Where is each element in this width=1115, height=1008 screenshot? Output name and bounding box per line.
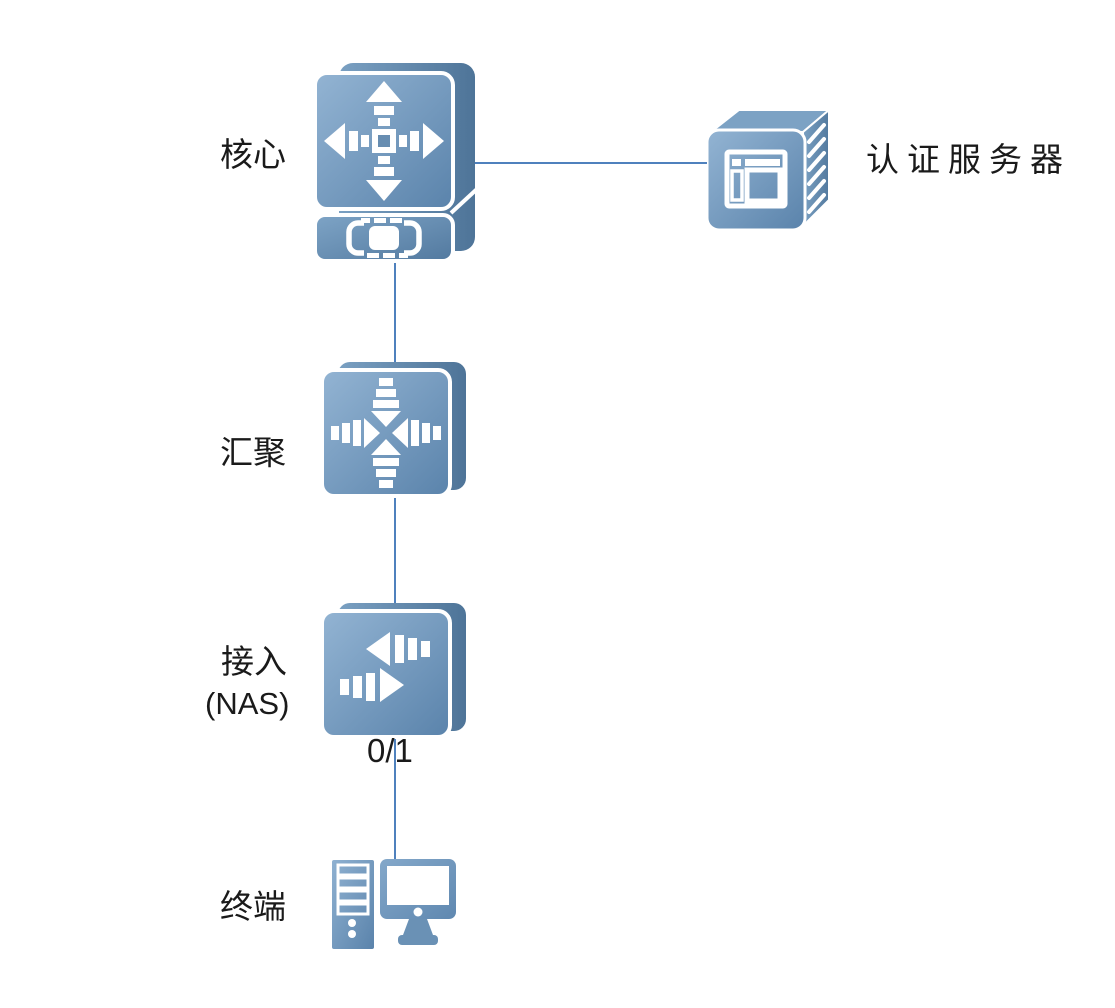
server-icon — [707, 110, 830, 232]
application-window-glyph — [724, 149, 788, 209]
layer3-switch-icon — [313, 63, 479, 263]
converging-arrows-glyph — [331, 378, 441, 488]
access-label-line1: 接入 — [221, 645, 287, 681]
opposing-arrows-glyph — [340, 632, 430, 702]
routing-loop-glyph — [346, 218, 422, 258]
access-label-line2: (NAS) — [205, 686, 290, 721]
switch-body — [320, 603, 466, 739]
auth-server-label: 认证服务器 — [866, 143, 1071, 179]
workgroup-switch-icon — [320, 362, 466, 498]
port-label: 0/1 — [367, 732, 413, 769]
four-way-arrows-glyph — [324, 81, 444, 201]
pc-icon — [332, 859, 456, 949]
link-core-aggregation — [394, 259, 396, 362]
link-access-terminal — [394, 737, 396, 859]
pc-monitor — [380, 859, 456, 945]
access-switch-icon — [320, 603, 466, 739]
core-label: 核心 — [220, 138, 286, 174]
aggregation-label: 汇聚 — [220, 436, 286, 472]
vent-stripes — [807, 123, 826, 214]
terminal-label: 终端 — [220, 890, 286, 926]
link-aggregation-access — [394, 496, 396, 603]
pc-tower — [332, 860, 374, 949]
link-core-authserver — [475, 162, 709, 164]
access-label: 接入 (NAS) — [205, 645, 290, 721]
